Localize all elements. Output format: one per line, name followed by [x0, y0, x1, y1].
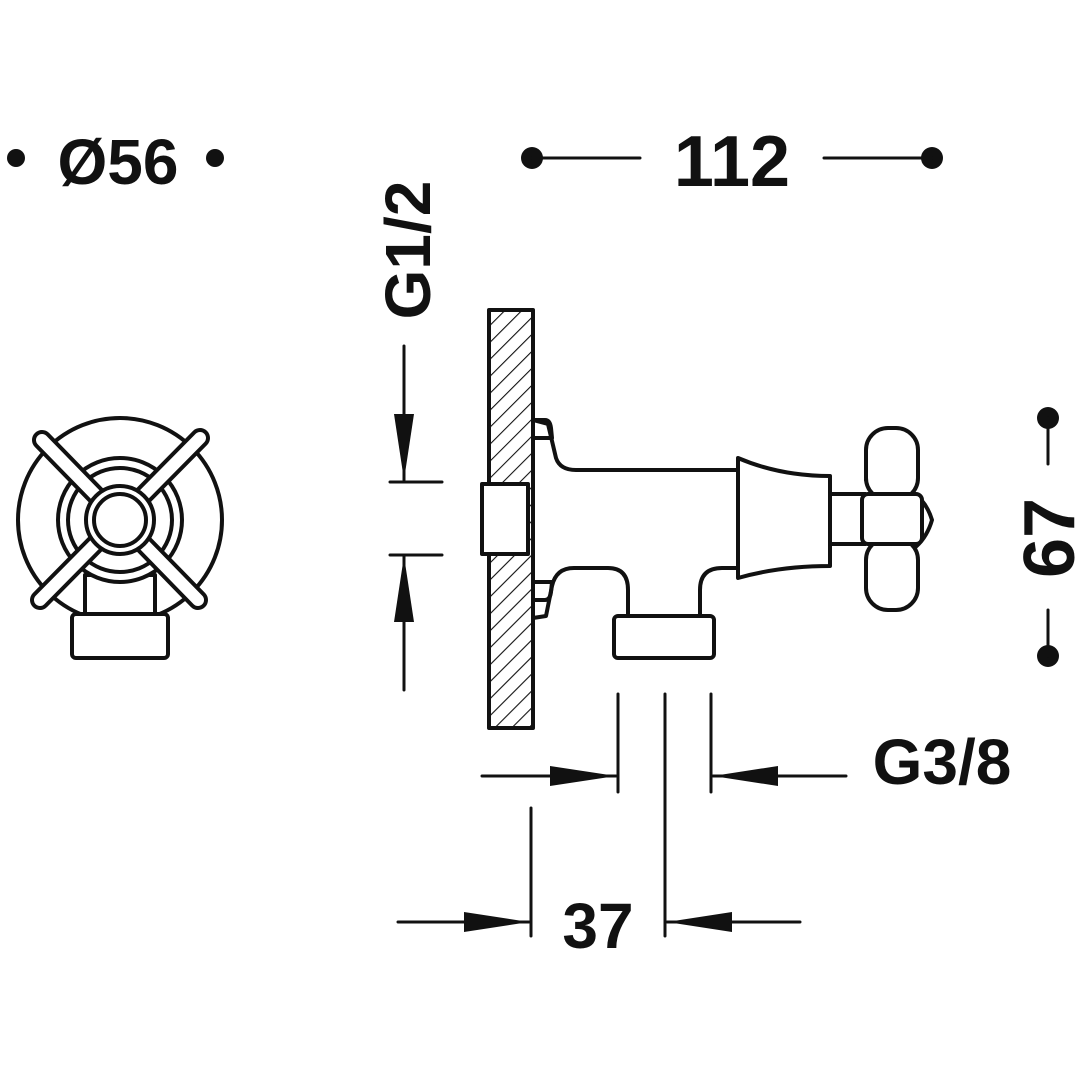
- width-label: 112: [674, 122, 790, 202]
- outlet-nut: [612, 614, 716, 660]
- handle-arm-top: [864, 426, 920, 502]
- outlet-offset-label: 37: [562, 890, 633, 962]
- dim-dot: [206, 149, 224, 167]
- inlet-stub: [480, 482, 530, 556]
- handle-arm-bottom: [864, 536, 920, 612]
- handle-center: [860, 492, 924, 546]
- side-view: [480, 308, 934, 730]
- outlet-nut-front: [70, 612, 170, 660]
- dimension-lines: [7, 147, 1059, 938]
- handle-hub-inner: [92, 492, 148, 548]
- dim-dot: [7, 149, 25, 167]
- inlet-thread-label: G1/2: [372, 181, 444, 320]
- outlet-thread-label: G3/8: [873, 726, 1012, 798]
- diameter-label: Ø56: [58, 126, 179, 198]
- rosette-ring-inner: [66, 466, 174, 574]
- height-label: 67: [1010, 498, 1081, 578]
- valve-body: [736, 456, 832, 580]
- front-view: [16, 416, 224, 660]
